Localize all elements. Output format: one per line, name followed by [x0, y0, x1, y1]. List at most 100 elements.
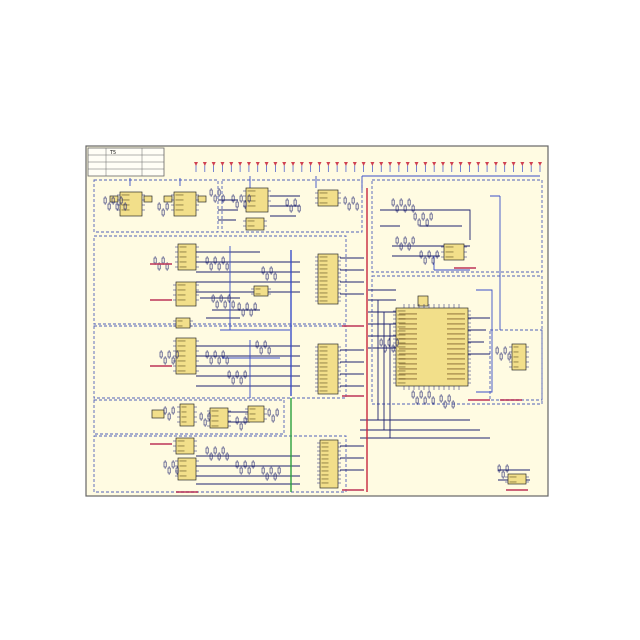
net-label-mark: [150, 365, 172, 367]
pin-label-mark: [447, 328, 465, 330]
pin-label-mark: [397, 370, 406, 372]
pin-label-mark: [319, 362, 328, 364]
wire: [476, 289, 493, 393]
pin-label-mark: [177, 340, 186, 342]
net-label-mark: [342, 395, 364, 397]
pin-label-mark: [247, 190, 256, 192]
pin-label-mark: [247, 195, 256, 197]
wire-group: [129, 175, 540, 398]
pin-label-mark: [177, 345, 186, 347]
pin-label-mark: [319, 390, 328, 392]
wire: [340, 349, 364, 387]
pin-label-mark: [181, 411, 187, 413]
wire: [218, 199, 238, 221]
rail-tag-icon: [246, 162, 251, 166]
pin-label-mark: [399, 373, 417, 375]
component-body: [197, 195, 207, 203]
pin-label-mark: [513, 366, 519, 368]
component-body: [163, 195, 173, 203]
pin-label-mark: [321, 450, 329, 452]
pin-label-mark: [249, 418, 256, 420]
pin-label-mark: [399, 343, 417, 345]
pin-label-mark: [447, 338, 465, 340]
pin-label-mark: [177, 370, 186, 372]
pin-label-mark: [319, 276, 328, 278]
rail-tag-icon: [529, 162, 534, 166]
pin-label-mark: [397, 382, 406, 384]
section-frame: [93, 179, 219, 233]
pin-label-mark: [319, 382, 328, 384]
pin-label-mark: [397, 310, 406, 312]
pin-label-mark: [319, 280, 328, 282]
pin-label-mark: [177, 320, 183, 322]
wire: [340, 445, 364, 471]
pin-label-mark: [397, 346, 406, 348]
ic-mid-3: [319, 439, 339, 489]
pin-label-mark: [319, 386, 328, 388]
net-label-mark: [454, 267, 476, 269]
rail-tag-icon: [493, 162, 498, 166]
pin-label-mark: [399, 358, 417, 360]
pin-label-mark: [513, 351, 519, 353]
rail-tag-icon: [414, 162, 419, 166]
pin-label-mark: [399, 348, 417, 350]
pin-label-mark: [211, 410, 219, 412]
passive-components: [103, 188, 511, 481]
section-frame: [93, 235, 347, 325]
pin-label-mark: [321, 478, 329, 480]
pin-label-mark: [447, 323, 465, 325]
pin-label-mark: [177, 294, 186, 296]
pin-label-mark: [181, 406, 187, 408]
pin-label-mark: [399, 368, 417, 370]
rail-tag-icon: [379, 162, 384, 166]
rail-tag-icon: [458, 162, 463, 166]
pin-label-mark: [447, 358, 465, 360]
pin-label-mark: [247, 220, 255, 222]
rail-tag-icon: [343, 162, 348, 166]
pin-label-mark: [399, 328, 417, 330]
rail-tag-icon: [476, 162, 481, 166]
pin-label-mark: [445, 251, 454, 253]
pin-label-mark: [513, 346, 519, 348]
pin-label-mark: [319, 260, 328, 262]
pin-label-mark: [321, 442, 329, 444]
pin-label-mark: [121, 199, 130, 201]
pin-label-mark: [397, 342, 406, 344]
pin-label-mark: [181, 416, 187, 418]
pin-label-mark: [397, 314, 406, 316]
pin-label-mark: [177, 350, 186, 352]
pin-label-mark: [179, 465, 187, 467]
pin-label-mark: [177, 440, 185, 442]
rail-tag-icon: [229, 162, 234, 166]
pin-label-mark: [319, 358, 328, 360]
ic-small-2: [253, 285, 269, 297]
title-block: T5: [87, 147, 165, 177]
pin-label-mark: [321, 466, 329, 468]
bus-lines: [290, 188, 368, 492]
rail-tag-icon: [326, 162, 331, 166]
ic-left-3: [175, 317, 191, 329]
pin-label-mark: [319, 256, 328, 258]
pin-label-mark: [319, 354, 328, 356]
wire: [468, 317, 490, 355]
rail-tag-icon: [282, 162, 287, 166]
wire: [360, 419, 490, 439]
pin-label-mark: [211, 415, 219, 417]
ic-left-5: [179, 403, 195, 427]
pin-label-mark: [179, 251, 187, 253]
pin-label-mark: [177, 360, 186, 362]
pin-label-mark: [399, 353, 417, 355]
wire: [129, 176, 317, 188]
net-label-mark: [150, 443, 172, 445]
rail-tag-icon: [264, 162, 269, 166]
net-label-mark: [342, 325, 364, 327]
pin-label-mark: [319, 197, 328, 199]
section-frame: [371, 179, 543, 273]
pin-label-mark: [319, 292, 328, 294]
pin-label-mark: [179, 256, 187, 258]
component-body: [143, 195, 153, 203]
pin-label-mark: [397, 350, 406, 352]
pin-label-mark: [177, 365, 186, 367]
pin-label-mark: [319, 370, 328, 372]
pin-label-mark: [397, 326, 406, 328]
